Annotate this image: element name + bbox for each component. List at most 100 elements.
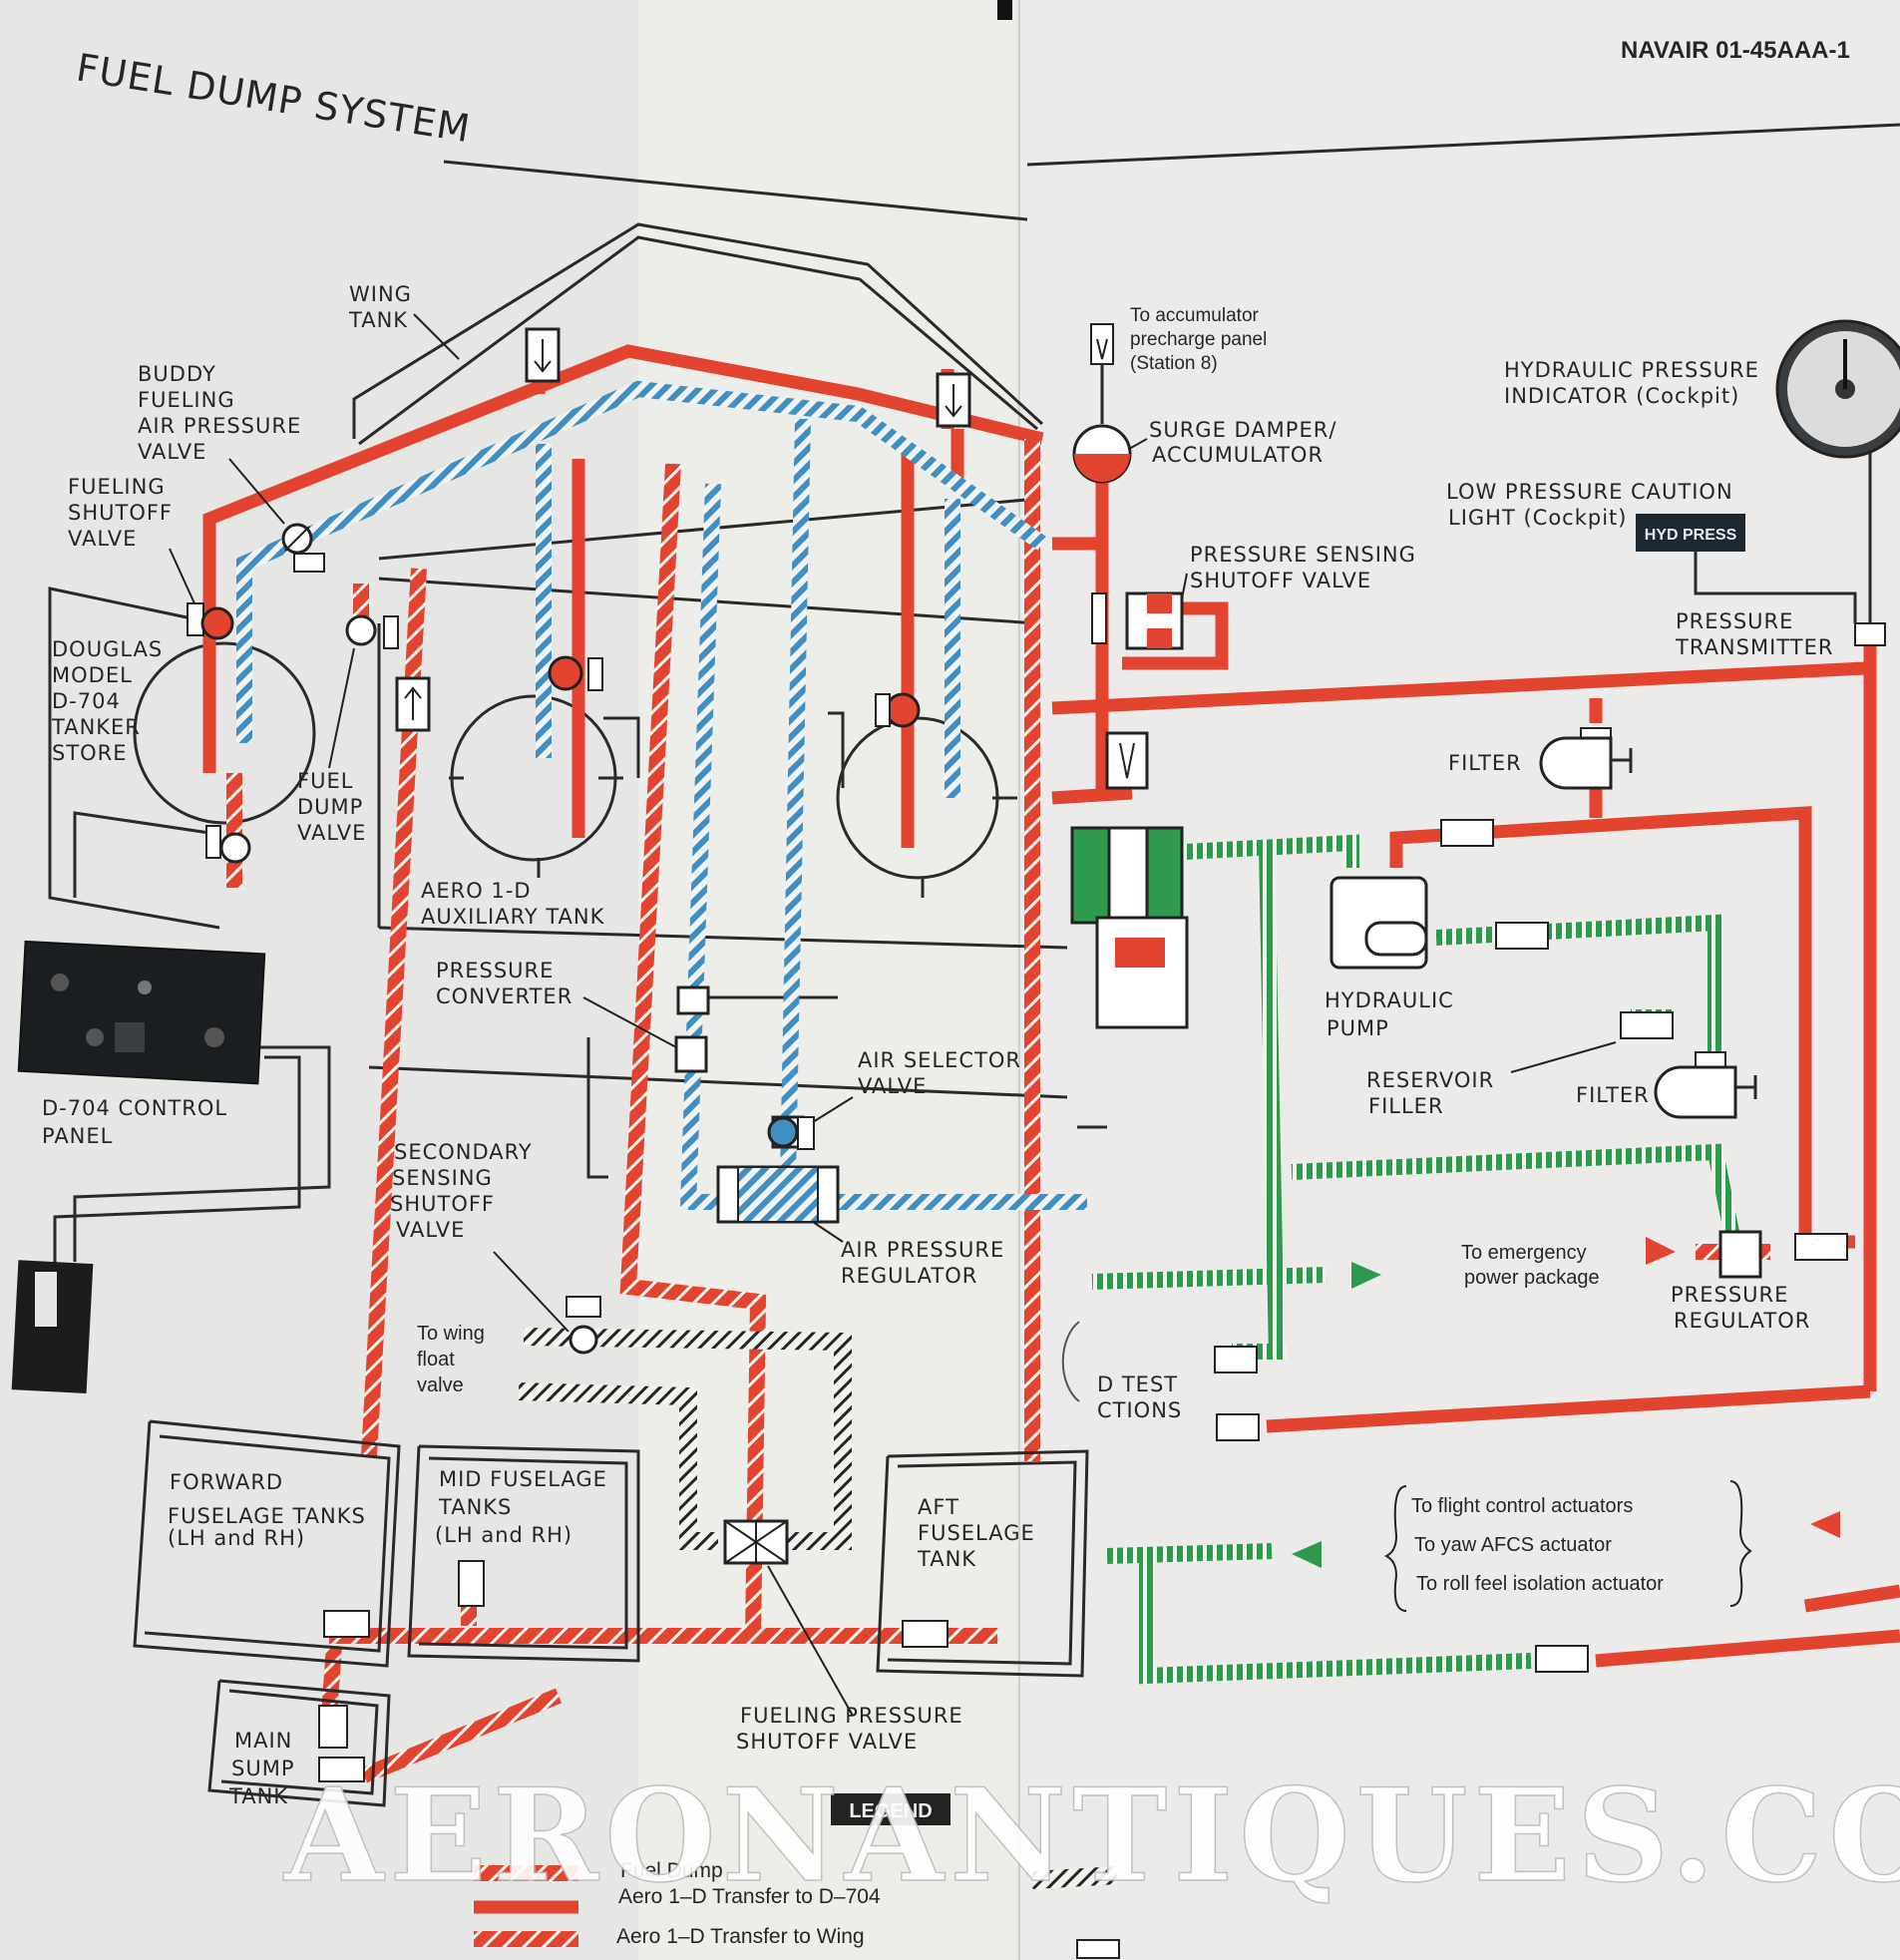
surge-damper-label-1: SURGE DAMPER/ — [1149, 418, 1336, 442]
air-selector-label-1: AIR SELECTOR — [858, 1048, 1021, 1072]
air-pressure-lines — [236, 380, 1087, 1210]
fueling-shutoff-label-1: FUELING — [68, 475, 166, 499]
forward-tanks-label-1: FORWARD — [170, 1470, 283, 1494]
legend-item-fuel-dump: Fuel Dump — [620, 1859, 723, 1882]
aft-tank-label-2: FUSELAGE — [918, 1521, 1035, 1545]
legend-title-box — [831, 1793, 950, 1825]
pressure-converter-label-1: PRESSURE — [436, 959, 554, 982]
title-rule — [443, 160, 1028, 221]
red-arrow-emergency — [1646, 1237, 1676, 1265]
filter-bottom — [1654, 1051, 1757, 1119]
float-valve-lines — [518, 1328, 852, 1550]
buddy-valve-label-3: AIR PRESSURE — [138, 414, 301, 438]
legend-item-wing: Aero 1–D Transfer to Wing — [616, 1925, 865, 1948]
aero-tank-center — [449, 694, 623, 878]
ground-test-label-2: CTIONS — [1097, 1398, 1182, 1422]
fuel-dump-lines — [202, 344, 1044, 1783]
air-selector-label-2: VALVE — [858, 1074, 927, 1098]
hydraulic-pump-label-2: PUMP — [1327, 1016, 1389, 1040]
aero-tank-label-1: AERO 1-D — [421, 879, 532, 903]
hyd-indicator-label-1: HYDRAULIC PRESSURE — [1504, 358, 1759, 382]
hyd-press-light-label: HYD PRESS — [1645, 527, 1737, 544]
hyd-press-light: HYD PRESS — [1636, 514, 1857, 623]
wing-float-label-2: float — [417, 1349, 455, 1371]
buddy-valve-label-1: BUDDY — [138, 362, 216, 386]
buddy-fueling-valve — [281, 523, 325, 573]
legend-title: LEGEND — [849, 1800, 932, 1822]
low-pressure-label-1: LOW PRESSURE CAUTION — [1446, 480, 1733, 504]
wing-float-label-3: valve — [417, 1374, 464, 1396]
legend-item-d704: Aero 1–D Transfer to D–704 — [618, 1885, 881, 1908]
wing-float-label-1: To wing — [417, 1323, 485, 1345]
ground-test-label-1: D TEST — [1097, 1372, 1178, 1396]
pressure-converter-label-2: CONVERTER — [436, 984, 572, 1008]
pressure-sensing-label-1: PRESSURE SENSING — [1190, 543, 1416, 567]
doc-number: NAVAIR 01-45AAA-1 — [1621, 37, 1850, 64]
aero-tank-valve — [548, 655, 603, 691]
accumulator-panel-label-1: To accumulator — [1130, 305, 1260, 326]
fuel-dump-valve-label-3: VALVE — [297, 821, 366, 845]
main-sump-label-2: SUMP — [231, 1757, 294, 1780]
fueling-shutoff-label-3: VALVE — [68, 527, 137, 551]
green-arrow-actuators — [1292, 1541, 1322, 1568]
tanker-store-valve — [205, 825, 251, 864]
check-valves — [395, 327, 971, 1355]
aft-fuselage-tank — [876, 1449, 1089, 1678]
hydraulic-return-lines — [1091, 834, 1743, 1685]
low-pressure-label-2: LIGHT (Cockpit) — [1448, 506, 1627, 530]
legend-swatch-black — [1031, 1866, 1118, 1889]
green-arrow-emergency — [1351, 1262, 1381, 1289]
mid-tanks-label-1: MID FUSELAGE — [439, 1467, 607, 1491]
mid-fuselage-tanks — [407, 1444, 640, 1663]
fueling-shutoff-label-2: SHUTOFF — [68, 501, 173, 525]
fuel-dump-valve-label-1: FUEL — [297, 769, 353, 793]
forward-fuselage-tanks — [133, 1419, 401, 1668]
fuel-dump-valve — [345, 614, 399, 649]
surge-damper-accumulator — [1072, 323, 1132, 484]
mid-tanks-label-3: (LH and RH) — [435, 1523, 572, 1547]
main-sump-label-1: MAIN — [234, 1729, 292, 1753]
actuators-label-2: To yaw AFCS actuator — [1414, 1534, 1612, 1556]
emergency-label-2: power package — [1464, 1267, 1600, 1289]
control-wiring — [48, 587, 845, 1267]
actuators-label-3: To roll feel isolation actuator — [1416, 1573, 1664, 1595]
forward-tanks-label-3: (LH and RH) — [168, 1526, 305, 1550]
wing-tank-label-1: WING — [349, 282, 412, 306]
aft-tank-label-3: TANK — [917, 1547, 976, 1571]
control-panel-label-1: D-704 CONTROL — [42, 1096, 227, 1120]
actuators-label-1: To flight control actuators — [1411, 1495, 1633, 1517]
air-pressure-reg-label-2: REGULATOR — [841, 1264, 977, 1288]
fuel-dump-switch — [11, 1260, 94, 1394]
fueling-pressure-label-1: FUELING PRESSURE — [740, 1704, 963, 1728]
aft-tank-label-1: AFT — [918, 1495, 959, 1519]
control-panel-label-2: PANEL — [42, 1124, 113, 1148]
buddy-valve-label-4: VALVE — [138, 440, 206, 464]
fueling-shutoff-valve — [187, 602, 234, 640]
aero-tank-label-2: AUXILIARY TANK — [421, 905, 605, 929]
pressure-regulator-label-1: PRESSURE — [1671, 1283, 1788, 1307]
accumulator-panel-label-3: (Station 8) — [1130, 353, 1218, 374]
main-sump-tank — [207, 1679, 391, 1807]
secondary-sensing-label-1: SECONDARY — [394, 1140, 533, 1164]
buddy-valve-label-2: FUELING — [138, 388, 235, 412]
filter-bottom-label: FILTER — [1576, 1083, 1650, 1107]
hydraulic-pump — [1330, 876, 1428, 970]
hydraulic-pump-label-1: HYDRAULIC — [1325, 988, 1454, 1012]
aero-tank-right-valve — [875, 692, 921, 728]
right-rule — [1026, 123, 1900, 167]
douglas-store-label-1: DOUGLAS — [52, 637, 163, 661]
accumulator-panel-label-2: precharge panel — [1130, 329, 1267, 350]
pressure-regulator-label-2: REGULATOR — [1674, 1309, 1810, 1333]
hydraulic-check-valves — [1214, 819, 1848, 1673]
pressure-sensing-label-2: SHUTOFF VALVE — [1190, 569, 1371, 592]
douglas-store-label-4: TANKER — [51, 715, 141, 739]
d704-control-panel — [17, 940, 266, 1085]
mid-tanks-label-2: TANKS — [438, 1495, 512, 1519]
surge-damper-label-2: ACCUMULATOR — [1152, 443, 1324, 467]
douglas-store-label-2: MODEL — [52, 663, 133, 687]
ground-test-fittings — [1061, 1321, 1080, 1402]
pressure-sensing-valve — [1091, 591, 1184, 650]
forward-tanks-label-2: FUSELAGE TANKS — [168, 1504, 366, 1528]
secondary-sensing-label-3: SHUTOFF — [390, 1192, 495, 1216]
